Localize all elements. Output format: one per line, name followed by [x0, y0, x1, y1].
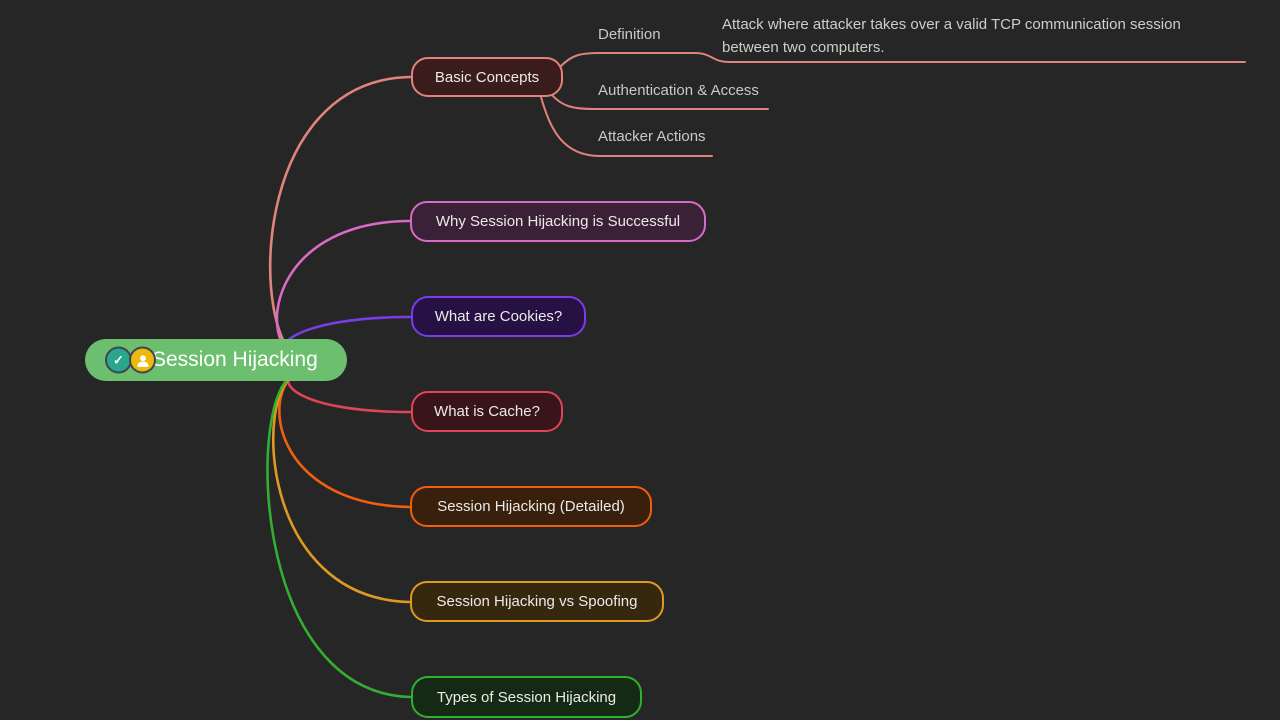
topic-session-hijacking-detailed[interactable]: Session Hijacking (Detailed)	[410, 486, 652, 527]
topic-label: What are Cookies?	[434, 308, 563, 325]
subbranch-curve-definition	[560, 52, 1246, 67]
topic-label: Session Hijacking vs Spoofing	[436, 593, 638, 610]
check-icon[interactable]: ✓	[105, 346, 132, 374]
subtopic-definition[interactable]: Definition	[598, 26, 661, 43]
topic-label: Basic Concepts	[434, 68, 540, 86]
topic-hijacking-vs-spoofing[interactable]: Session Hijacking vs Spoofing	[410, 581, 664, 622]
root-topic-label: Session Hijacking	[152, 348, 318, 371]
branch-curve-vs-spoofing	[272, 372, 411, 604]
root-topic-session-hijacking[interactable]: ✓ Session Hijacking	[85, 339, 347, 381]
subtopic-attacker-actions[interactable]: Attacker Actions	[598, 128, 706, 145]
branch-curve-types	[266, 374, 412, 699]
subbranch-curve-attacker-actions	[540, 96, 713, 157]
topic-label: Session Hijacking (Detailed)	[437, 498, 625, 515]
subtopic-authentication-access[interactable]: Authentication & Access	[598, 82, 759, 99]
topic-label: Types of Session Hijacking	[436, 688, 617, 706]
topic-why-successful[interactable]: Why Session Hijacking is Successful	[410, 201, 706, 242]
topic-label: What is Cache?	[434, 403, 540, 420]
subbranch-curve-authentication	[551, 94, 769, 110]
topic-what-are-cookies[interactable]: What are Cookies?	[411, 296, 586, 337]
topic-what-is-cache[interactable]: What is Cache?	[411, 391, 563, 432]
branch-curve-basic-concepts	[268, 75, 412, 364]
person-silhouette	[136, 354, 149, 367]
topic-basic-concepts[interactable]: Basic Concepts	[411, 57, 563, 97]
topic-label: Why Session Hijacking is Successful	[435, 213, 681, 230]
topic-types-of-session-hijacking[interactable]: Types of Session Hijacking	[411, 676, 642, 718]
subtopic-definition-note[interactable]: Attack where attacker takes over a valid…	[722, 16, 1181, 56]
person-icon[interactable]	[129, 346, 156, 374]
